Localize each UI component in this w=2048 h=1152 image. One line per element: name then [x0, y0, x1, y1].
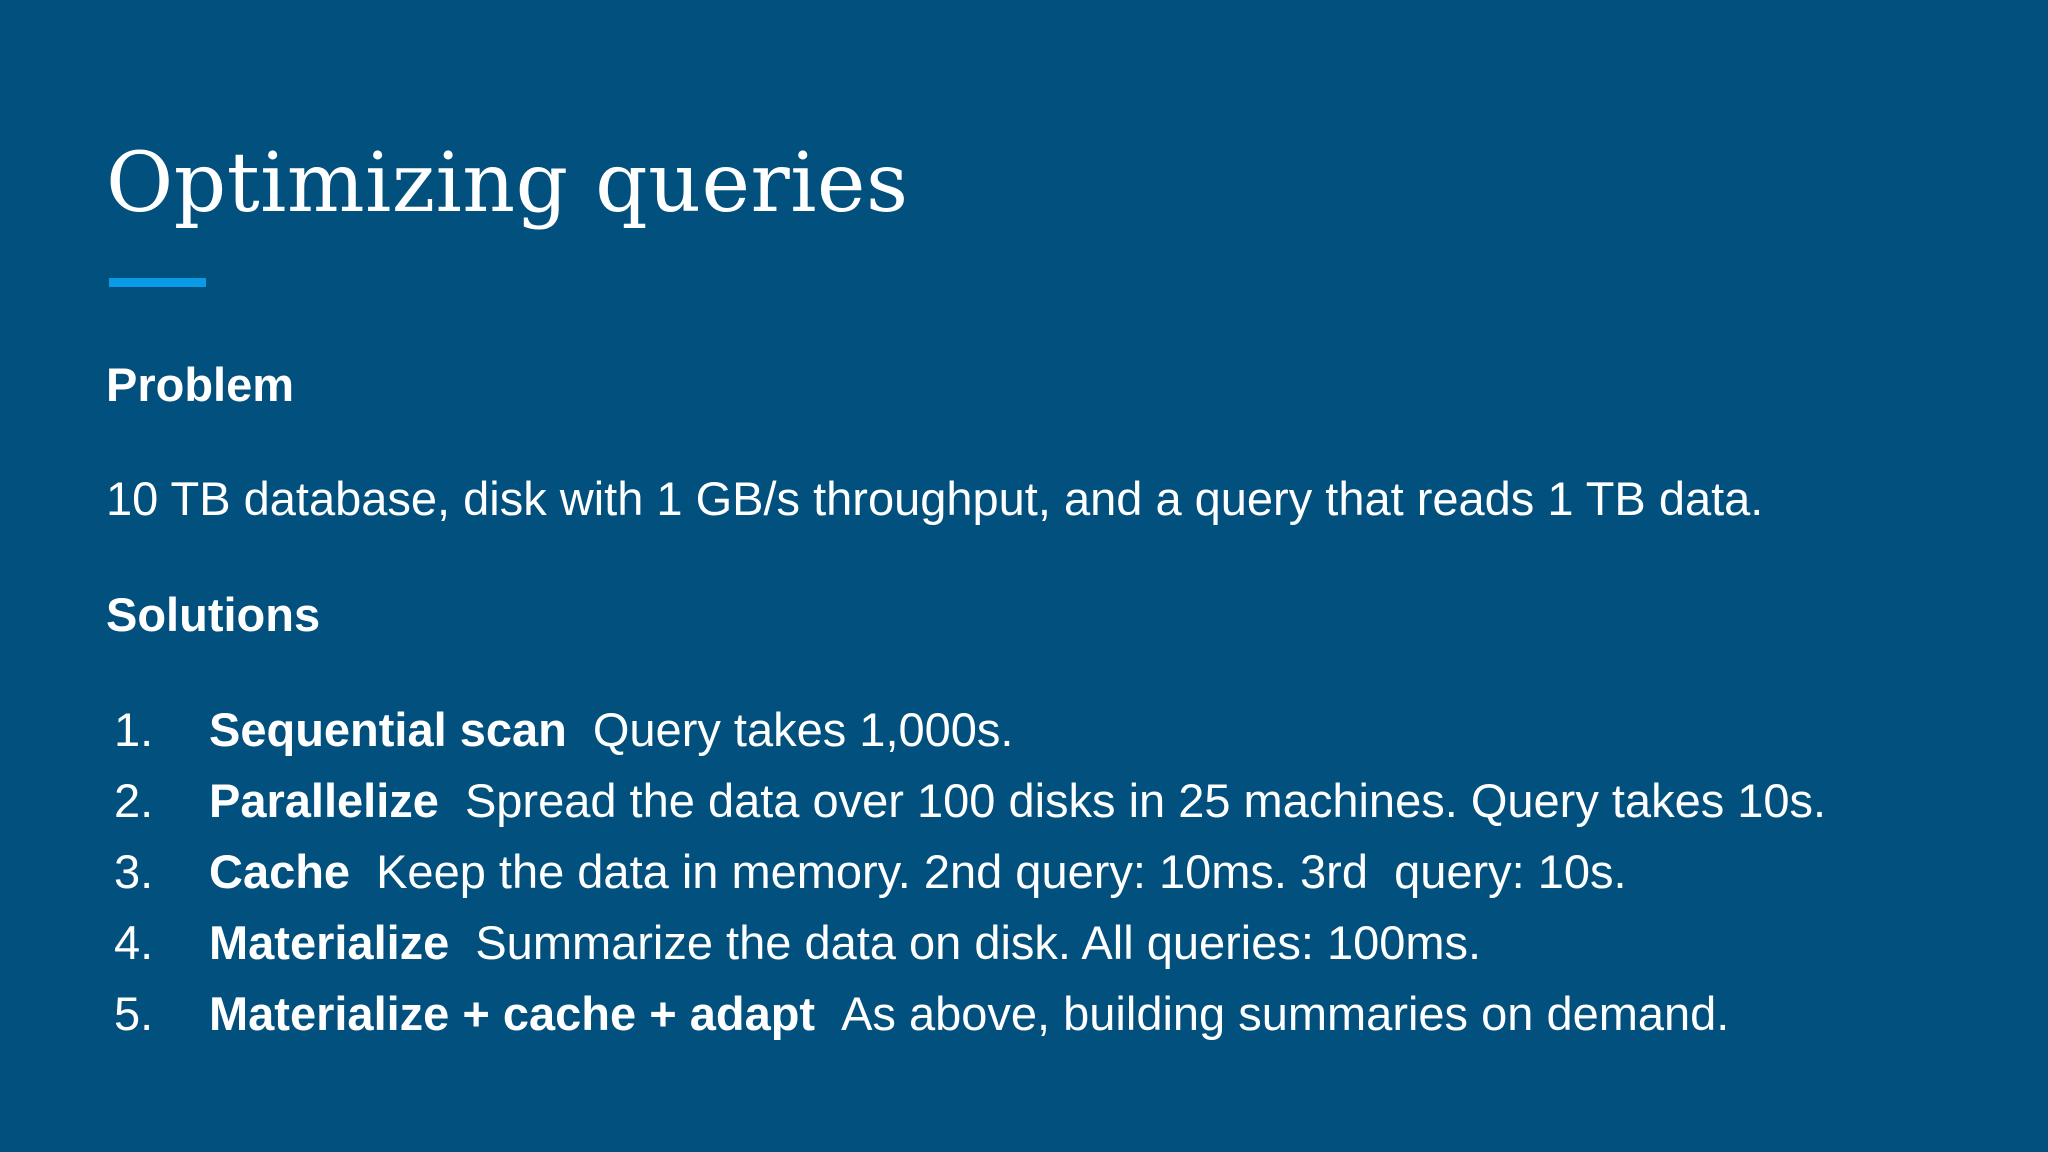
problem-text: 10 TB database, disk with 1 GB/s through… — [106, 472, 1764, 525]
solution-content: Parallelize Spread the data over 100 disk… — [209, 771, 1826, 831]
solution-content: Materialize Summarize the data on disk. A… — [209, 913, 1481, 973]
solutions-heading: Solutions — [106, 588, 321, 641]
problem-heading: Problem — [106, 358, 295, 411]
slide-title: Optimizing queries — [106, 136, 909, 231]
solution-content: Materialize + cache + adapt As above, bui… — [209, 984, 1729, 1044]
title-accent-bar — [109, 278, 206, 287]
solution-description: As above, building summaries on demand. — [841, 987, 1730, 1040]
solution-description: Spread the data over 100 disks in 25 mac… — [464, 774, 1827, 827]
solution-number: 5. — [114, 987, 154, 1040]
solution-content: Sequential scan Query takes 1,000s. — [209, 700, 1013, 760]
solution-number: 2. — [114, 774, 154, 827]
solution-description: Keep the data in memory. 2nd query: 10ms… — [376, 845, 1627, 898]
solution-name: Cache — [209, 845, 351, 898]
solution-number: 4. — [114, 916, 154, 969]
solution-name: Materialize — [209, 916, 450, 969]
solution-content: Cache Keep the data in memory. 2nd query:… — [209, 842, 1627, 902]
solution-number: 3. — [114, 845, 154, 898]
solution-name: Sequential scan — [209, 703, 567, 756]
solution-name: Parallelize — [209, 774, 439, 827]
solution-name: Materialize + cache + adapt — [209, 987, 816, 1040]
solution-number: 1. — [114, 703, 154, 756]
solution-description: Query takes 1,000s. — [592, 703, 1014, 756]
solution-description: Summarize the data on disk. All queries:… — [475, 916, 1482, 969]
